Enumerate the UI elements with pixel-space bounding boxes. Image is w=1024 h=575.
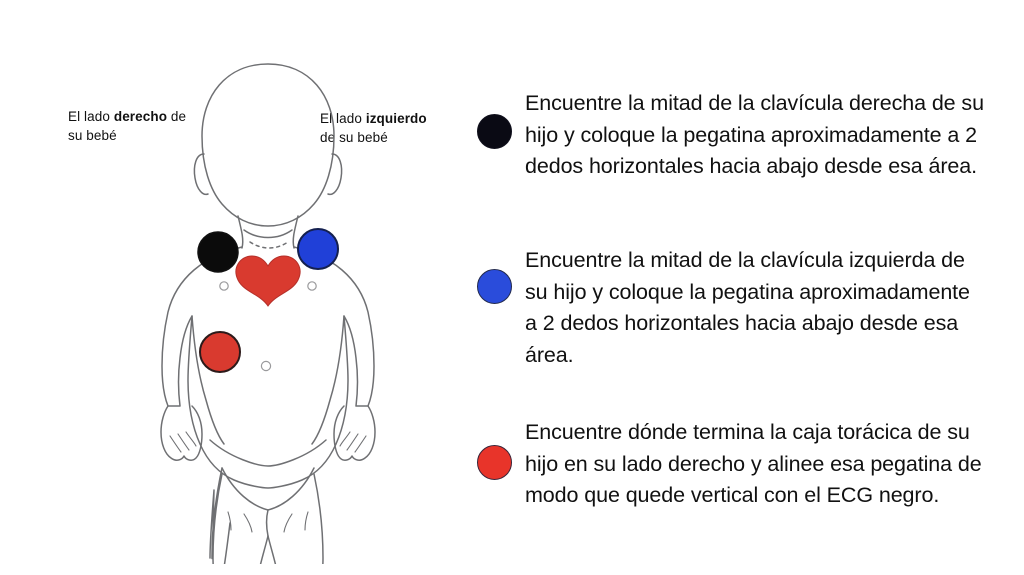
knee-left-crease — [227, 511, 232, 531]
nipple-left-icon — [219, 281, 229, 291]
neck-outline-right — [292, 215, 299, 249]
leg-right-shape — [313, 473, 324, 564]
chin-crease — [243, 229, 293, 239]
instruction-item-black: Encuentre la mitad de la clavícula derec… — [463, 88, 991, 183]
instruction-item-red: Encuentre dónde termina la caja torácica… — [463, 417, 991, 512]
label-left-prefix: El lado — [320, 111, 366, 126]
ear-right-icon — [327, 153, 343, 196]
belly-crease — [209, 439, 327, 467]
collar-crease — [249, 241, 289, 249]
knee-right-crease2 — [283, 513, 293, 533]
figure-panel: El lado derecho de su bebé El lado izqui… — [0, 0, 455, 575]
nipple-markers — [219, 281, 317, 372]
instruction-list: Encuentre la mitad de la clavícula derec… — [455, 0, 1024, 575]
diaper-crotch — [265, 509, 269, 537]
label-baby-right-side: El lado derecho de su bebé — [68, 107, 190, 145]
red-bullet-wrap — [463, 417, 525, 480]
electrode-black[interactable] — [197, 231, 239, 273]
neck-outline — [237, 215, 244, 249]
arm-right-inner — [311, 315, 345, 445]
hand-right-icon — [333, 405, 376, 461]
infant-body-diagram — [160, 63, 376, 564]
hand-left-icon — [160, 405, 203, 461]
hand-left-fingers — [169, 431, 197, 453]
head-outline — [201, 63, 335, 227]
leg-left-inner — [259, 535, 269, 564]
navel-icon — [260, 360, 272, 372]
blue-bullet-icon — [476, 269, 512, 304]
blue-bullet-wrap — [463, 245, 525, 304]
label-right-prefix: El lado — [68, 109, 114, 124]
arm-left-inner — [191, 315, 225, 445]
torso-outline — [161, 246, 375, 489]
label-left-suffix: de su bebé — [320, 130, 388, 146]
instruction-text-blue: Encuentre la mitad de la clavícula izqui… — [525, 248, 970, 367]
diaper-outline — [221, 467, 315, 511]
label-right-emphasis: derecho — [113, 109, 168, 124]
leg-left-shape — [212, 473, 223, 564]
label-right-suffix: de su bebé — [68, 109, 187, 144]
instruction-item-blue: Encuentre la mitad de la clavícula izqui… — [463, 245, 991, 371]
leg-left-outline — [209, 467, 223, 560]
heart-symbol — [235, 255, 301, 307]
instruction-text-black: Encuentre la mitad de la clavícula derec… — [525, 91, 984, 179]
ear-left-icon — [193, 153, 209, 196]
hand-right-fingers — [339, 431, 367, 453]
leg-right-inner — [267, 535, 277, 564]
black-bullet-wrap — [463, 88, 525, 149]
electrode-red[interactable] — [199, 331, 241, 373]
black-bullet-icon — [476, 114, 512, 149]
label-baby-left-side: El lado izquierdo de su bebé — [320, 109, 432, 147]
instruction-text-red: Encuentre dónde termina la caja torácica… — [525, 420, 982, 508]
knee-right-crease — [304, 511, 309, 531]
red-bullet-icon — [476, 445, 512, 480]
nipple-right-icon — [307, 281, 317, 291]
electrode-blue[interactable] — [297, 228, 339, 270]
label-left-emphasis: izquierdo — [365, 111, 427, 126]
knee-left-crease2 — [243, 513, 253, 533]
